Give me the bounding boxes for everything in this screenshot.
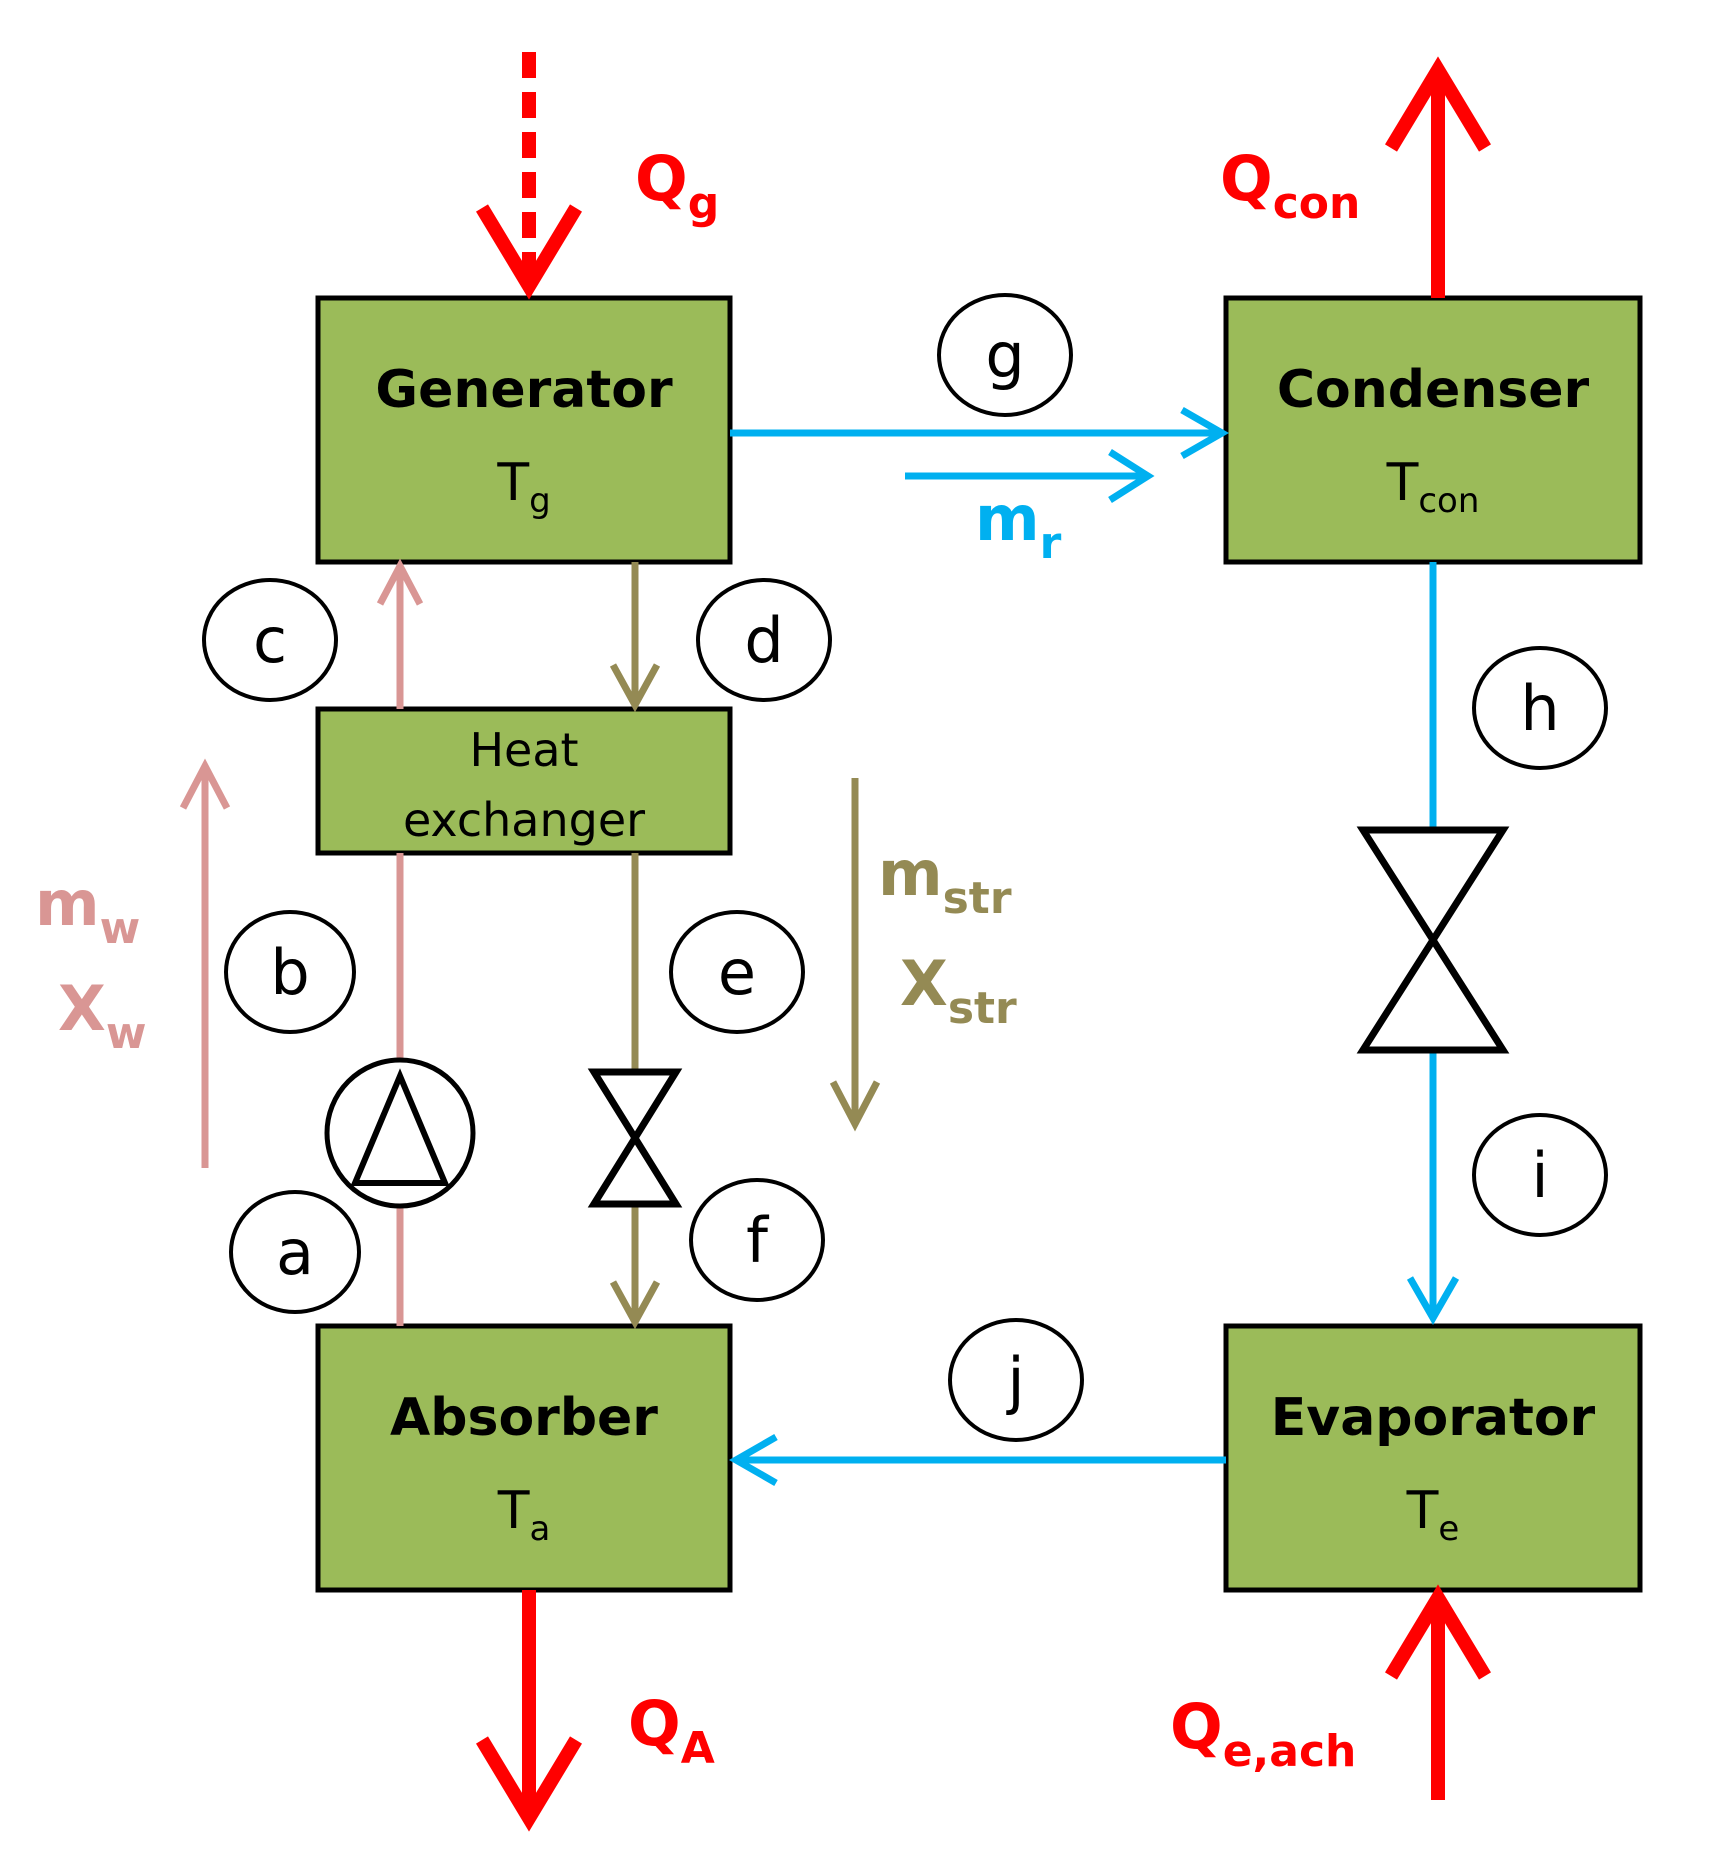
svg-text:g: g xyxy=(985,319,1024,392)
condenser-heat-label: Qcon xyxy=(1220,142,1360,229)
generator-heat-input-arrowhead xyxy=(476,204,582,300)
state-node-h: h xyxy=(1472,646,1608,770)
strong-solution-concentration-label: Xstr xyxy=(900,947,1017,1034)
generator-temperature: Tg xyxy=(496,453,550,521)
svg-text:e: e xyxy=(718,936,756,1009)
refrigerant-expansion-valve xyxy=(1356,826,1510,1054)
condenser-temperature: Tcon xyxy=(1386,453,1480,521)
line-f-arrowhead xyxy=(609,1280,661,1330)
weak-solution-concentration-label: Xw xyxy=(58,972,146,1059)
absorber-block: Absorber Ta xyxy=(315,1323,733,1593)
state-node-j: j xyxy=(948,1318,1084,1442)
svg-text:i: i xyxy=(1531,1139,1548,1212)
absorber-heat-output-arrowhead xyxy=(476,1736,582,1832)
heat-exchanger-label-line2: exchanger xyxy=(403,793,645,847)
line-c-arrowhead xyxy=(376,558,424,606)
state-node-a: a xyxy=(229,1190,361,1314)
refrigerant-mass-flow-label: mr xyxy=(975,482,1062,569)
svg-text:h: h xyxy=(1520,672,1559,745)
line-g-arrowhead xyxy=(1180,406,1230,460)
state-node-f: f xyxy=(689,1178,825,1302)
evaporator-temperature: Te xyxy=(1406,1481,1460,1549)
weak-solution-lines xyxy=(179,558,424,1326)
svg-text:c: c xyxy=(253,604,287,677)
line-d-arrowhead xyxy=(609,663,661,713)
strong-solution-mass-flow-label: mstr xyxy=(878,837,1012,924)
line-i-arrowhead xyxy=(1406,1276,1460,1326)
refrigerant-flow-lines xyxy=(728,406,1460,1487)
evaporator-heat-label: Qe,ach xyxy=(1170,1690,1356,1777)
evaporator-title: Evaporator xyxy=(1271,1388,1596,1448)
solution-pump xyxy=(324,1057,476,1209)
solution-expansion-valve xyxy=(587,1068,683,1208)
generator-block: Generator Tg xyxy=(315,295,733,565)
strong-solution-flow-arrowhead xyxy=(829,1080,881,1132)
heat-exchanger-block: Heat exchanger xyxy=(315,706,733,856)
svg-text:j: j xyxy=(1005,1344,1024,1417)
refrigerant-flow-arrowhead xyxy=(1108,449,1155,503)
svg-text:d: d xyxy=(744,604,783,677)
svg-text:f: f xyxy=(746,1204,770,1277)
svg-text:b: b xyxy=(270,936,309,1009)
absorber-temperature: Ta xyxy=(497,1481,551,1549)
state-node-d: d xyxy=(696,578,832,702)
strong-solution-lines xyxy=(609,562,881,1330)
line-j-arrowhead xyxy=(728,1433,778,1487)
state-node-g: g xyxy=(937,293,1073,417)
state-node-b: b xyxy=(224,910,356,1034)
condenser-title: Condenser xyxy=(1277,360,1590,420)
svg-text:a: a xyxy=(276,1216,314,1289)
state-node-i: i xyxy=(1472,1113,1608,1237)
heat-exchanger-label-line1: Heat xyxy=(469,723,578,777)
evaporator-block: Evaporator Te xyxy=(1223,1323,1643,1593)
condenser-heat-output-arrowhead xyxy=(1385,56,1491,152)
generator-heat-label: Qg xyxy=(635,142,719,229)
heat-flow-arrows xyxy=(476,52,1491,1832)
weak-solution-mass-flow-label: mw xyxy=(35,867,140,954)
weak-solution-flow-arrowhead xyxy=(179,758,231,810)
condenser-block: Condenser Tcon xyxy=(1223,295,1643,565)
absorber-heat-label: QA xyxy=(628,1687,715,1774)
evaporator-heat-input-arrowhead xyxy=(1385,1584,1491,1680)
absorber-title: Absorber xyxy=(390,1388,658,1448)
generator-title: Generator xyxy=(375,360,673,420)
state-node-e: e xyxy=(669,910,805,1034)
state-node-c: c xyxy=(202,578,338,702)
